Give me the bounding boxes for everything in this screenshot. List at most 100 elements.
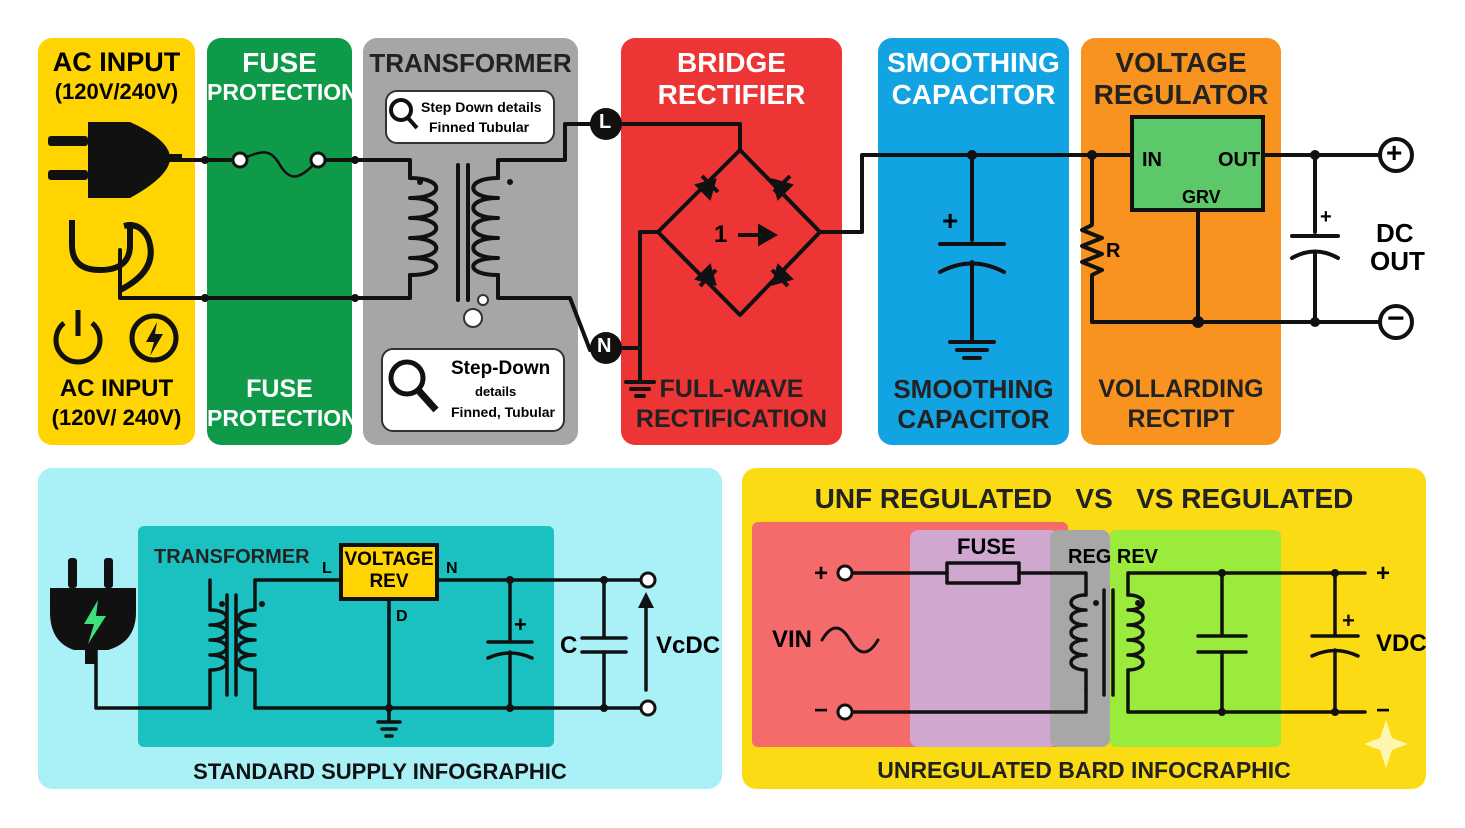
plug-icon bbox=[48, 122, 182, 198]
ac-input-bottom-title: AC INPUT bbox=[59, 375, 174, 402]
bl-pin-l: L bbox=[322, 560, 332, 577]
br-minus-out: − bbox=[1376, 697, 1391, 724]
wire-l-to-bridge bbox=[618, 122, 742, 152]
callout-bubble-1: Step Down details Finned Tubular bbox=[385, 90, 555, 144]
bl-pin-d: D bbox=[396, 608, 408, 625]
bl-transformer-label: TRANSFORMER bbox=[154, 546, 310, 568]
dc-out-label-1: DC bbox=[1376, 218, 1414, 248]
wire-neutral-in bbox=[118, 248, 412, 300]
fuse-bottom-title: FUSE bbox=[246, 375, 313, 403]
cap-plus-label: + bbox=[942, 205, 959, 236]
rectifier-title: BRIDGE bbox=[677, 47, 786, 78]
ac-wave-icon bbox=[820, 626, 880, 654]
lightning-icon bbox=[129, 313, 179, 363]
br-vin-label: VIN bbox=[772, 626, 813, 653]
rectifier-bottom-subtitle: RECTIFICATION bbox=[635, 405, 828, 433]
fuse-terminal-right bbox=[309, 151, 327, 169]
outcap-plus-label: + bbox=[1320, 206, 1332, 228]
comparison-title: UNF REGULATED VS VS REGULATED bbox=[814, 483, 1354, 514]
capacitor-subtitle: CAPACITOR bbox=[891, 79, 1056, 110]
bridge-diamond bbox=[656, 148, 822, 317]
dc-out-label-2: OUT bbox=[1370, 246, 1425, 276]
wire-secondary-top bbox=[496, 122, 592, 180]
output-plus-terminal bbox=[1378, 137, 1414, 173]
transformer-panel: TRANSFORMER Step Down details Finned Tub… bbox=[363, 38, 578, 445]
br-fuse-symbol bbox=[945, 561, 1021, 585]
output-plus-label: + bbox=[1386, 137, 1403, 168]
standard-supply-caption: STANDARD SUPPLY INFOGRAPHIC bbox=[193, 759, 567, 784]
br-vdc-label: VDC bbox=[1376, 630, 1427, 657]
callout-2-line3: Finned, Tubular bbox=[451, 404, 555, 420]
ac-input-subtitle: (120V/240V) bbox=[54, 79, 179, 104]
bl-reg-line2: REV bbox=[369, 571, 409, 592]
resistor-label: R bbox=[1106, 240, 1121, 262]
ac-input-title: AC INPUT bbox=[52, 47, 181, 77]
bridge-center-label: 1 bbox=[714, 221, 728, 248]
plug-cord-icon bbox=[69, 220, 154, 293]
callout-1-line1: Step Down details bbox=[421, 99, 542, 115]
bl-regulator-box: VOLTAGE REV bbox=[339, 543, 439, 601]
fuse-element bbox=[238, 151, 320, 178]
br-plus-out: + bbox=[1376, 560, 1391, 587]
br-minus-in: − bbox=[814, 697, 829, 724]
primary-coil bbox=[408, 176, 439, 277]
node-n bbox=[590, 332, 622, 364]
bl-reg-line1: VOLTAGE bbox=[344, 549, 434, 570]
regulator-pin-in: IN bbox=[1142, 149, 1162, 171]
output-minus-label: − bbox=[1387, 302, 1405, 335]
br-reg-label: REG REV bbox=[1068, 546, 1159, 568]
capacitor-bottom-subtitle: CAPACITOR bbox=[897, 404, 1050, 434]
regulator-pin-gnd: GRV bbox=[1182, 187, 1221, 207]
bl-plug-icon bbox=[50, 558, 136, 664]
bl-cap-plus: + bbox=[514, 612, 527, 637]
rectifier-bottom-title: FULL-WAVE bbox=[659, 375, 804, 403]
secondary-coil bbox=[471, 176, 500, 277]
thought-dot-1 bbox=[463, 308, 483, 328]
rectifier-panel: BRIDGE RECTIFIER FULL-WAVE RECTIFICATION bbox=[621, 38, 842, 445]
ac-input-panel: AC INPUT (120V/240V) AC INPUT (120V/ 240… bbox=[38, 38, 195, 445]
br-plus-in: + bbox=[814, 560, 829, 587]
regulator-title: VOLTAGE bbox=[1115, 47, 1247, 78]
regulator-bottom-subtitle: RECTIPT bbox=[1127, 405, 1235, 433]
fuse-terminal-left bbox=[231, 151, 249, 169]
node-n-label: N bbox=[597, 335, 612, 357]
regulator-subtitle: REGULATOR bbox=[1093, 79, 1269, 110]
bridge-arrow-icon bbox=[758, 223, 779, 247]
regulator-ic-box: IN OUT GRV bbox=[1130, 115, 1265, 212]
regulator-panel: VOLTAGE REGULATOR VOLLARDING RECTIPT bbox=[1081, 38, 1281, 445]
wire-to-primary-top bbox=[316, 158, 412, 180]
ac-input-bottom-subtitle: (120V/ 240V) bbox=[51, 405, 182, 430]
node-l bbox=[590, 108, 622, 140]
sparkle-icon bbox=[1364, 720, 1408, 768]
fuse-bottom-subtitle: PROTECTION bbox=[207, 405, 358, 431]
bl-vout-label: VcDC bbox=[656, 632, 721, 659]
capacitor-bottom-title: SMOOTHING bbox=[893, 374, 1054, 404]
magnifier-icon-small bbox=[389, 98, 419, 130]
br-cap-plus-glyph: + bbox=[1342, 608, 1355, 633]
transformer-title: TRANSFORMER bbox=[369, 48, 572, 78]
resistor-r bbox=[1080, 153, 1104, 324]
capacitor-title: SMOOTHING bbox=[887, 47, 1060, 78]
bl-terminal-minus bbox=[639, 699, 657, 717]
bl-cap-label: C bbox=[560, 632, 578, 659]
br-terminal-plus-in bbox=[836, 564, 854, 582]
wire-secondary-bottom bbox=[496, 273, 592, 352]
standard-supply-panel: STANDARD SUPPLY INFOGRAPHIC bbox=[38, 468, 722, 789]
fuse-subtitle: PROTECTION bbox=[207, 79, 358, 105]
wire-n-to-bridge bbox=[618, 230, 660, 350]
power-icon bbox=[53, 310, 103, 365]
regulator-bottom-title: VOLLARDING bbox=[1098, 375, 1264, 403]
fuse-panel: FUSE PROTECTION FUSE PROTECTION bbox=[207, 38, 358, 445]
output-minus-terminal bbox=[1378, 304, 1414, 340]
wire-dc-bus-plus bbox=[818, 153, 1132, 234]
br-fuse-label: FUSE bbox=[957, 534, 1016, 559]
bl-pin-n: N bbox=[446, 560, 458, 577]
rectifier-subtitle: RECTIFIER bbox=[657, 79, 806, 110]
callout-2-line2: details bbox=[475, 384, 517, 399]
fuse-title: FUSE bbox=[242, 47, 317, 78]
callout-1-line2: Finned Tubular bbox=[429, 119, 530, 135]
capacitor-panel: SMOOTHING CAPACITOR SMOOTHING CAPACITOR bbox=[878, 38, 1069, 445]
thought-dot-2 bbox=[477, 294, 489, 306]
